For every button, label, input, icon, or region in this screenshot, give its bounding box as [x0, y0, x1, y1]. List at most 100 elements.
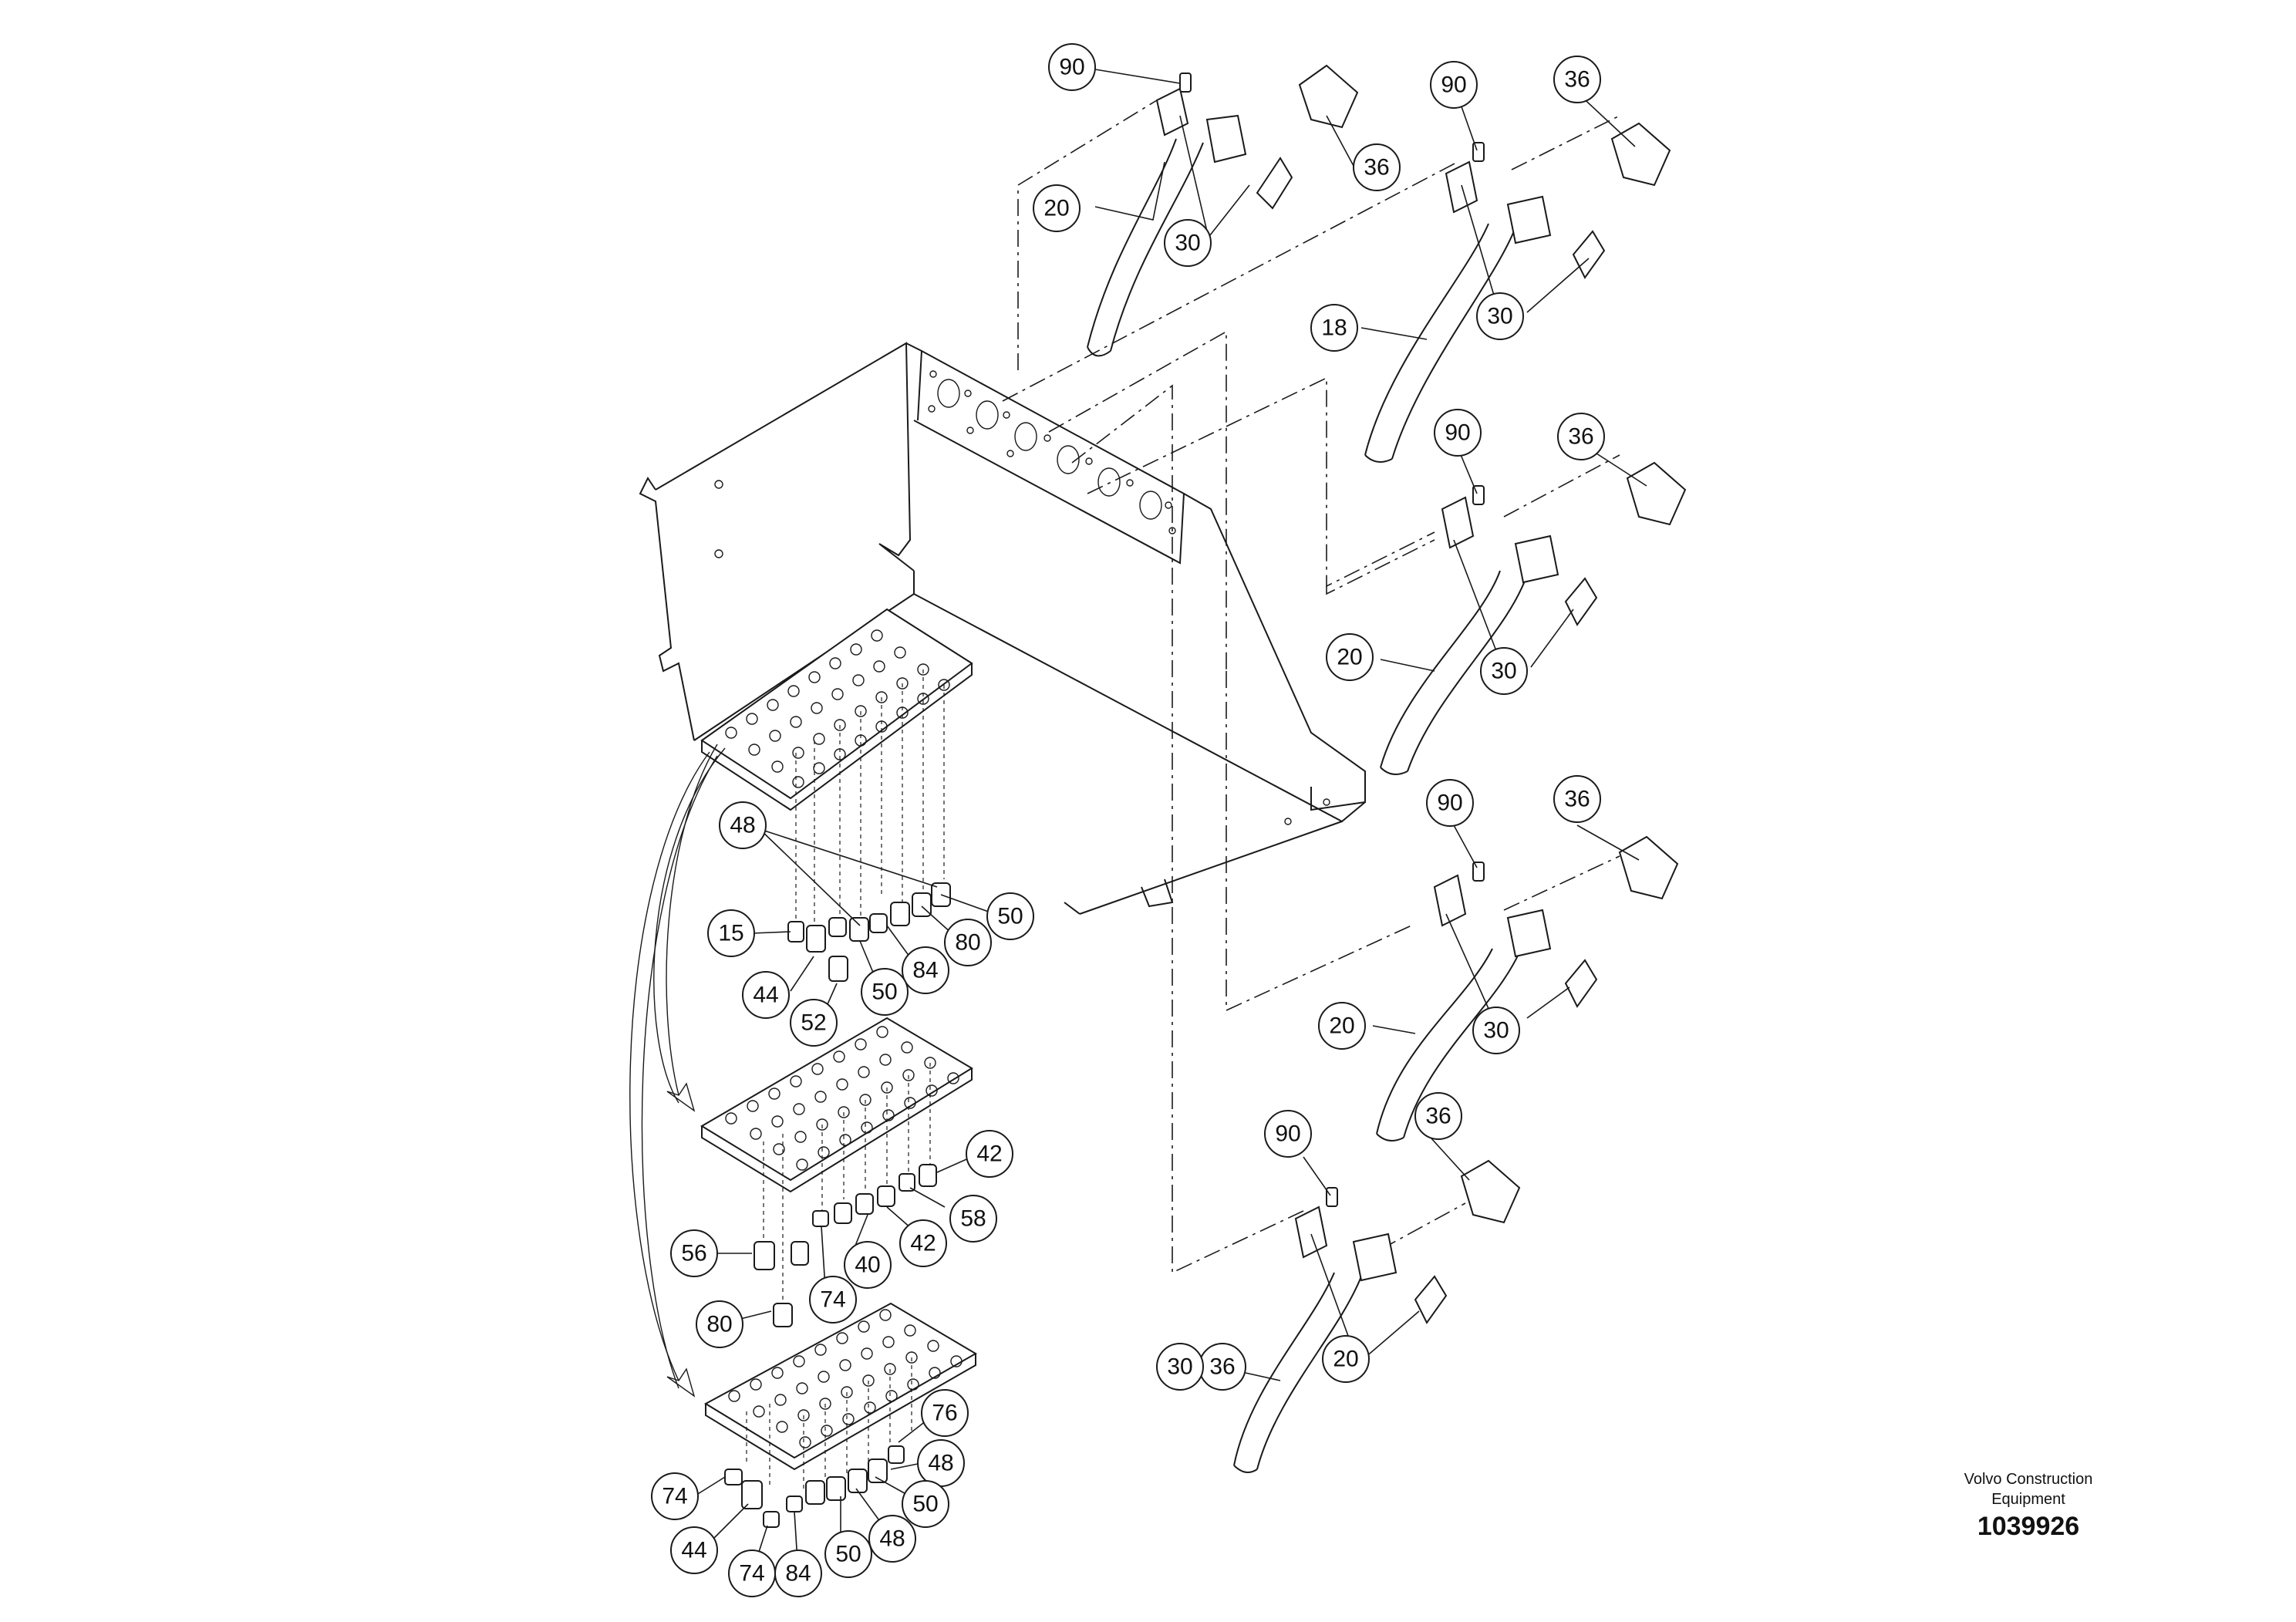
svg-text:74: 74	[662, 1484, 687, 1509]
callout: 36	[1557, 413, 1605, 460]
callout: 74	[728, 1549, 776, 1597]
callout: 56	[670, 1229, 718, 1277]
callout: 44	[670, 1526, 718, 1574]
assembly-lines	[1002, 99, 1620, 1274]
svg-text:90: 90	[1441, 73, 1466, 98]
svg-text:48: 48	[730, 813, 755, 838]
callout: 90	[1426, 779, 1474, 827]
svg-text:36: 36	[1564, 67, 1590, 93]
manifold-plate-2	[700, 1017, 973, 1193]
svg-text:56: 56	[681, 1241, 706, 1266]
callout: 80	[696, 1300, 743, 1348]
svg-text:90: 90	[1059, 55, 1084, 80]
callout: 40	[844, 1241, 892, 1289]
callout: 48	[719, 801, 767, 849]
svg-text:44: 44	[753, 983, 778, 1008]
callout: 48	[917, 1439, 965, 1487]
callout: 50	[986, 892, 1034, 940]
svg-text:84: 84	[912, 958, 938, 983]
svg-text:74: 74	[820, 1287, 845, 1313]
callout: 44	[742, 971, 790, 1019]
svg-text:90: 90	[1275, 1121, 1300, 1147]
svg-text:58: 58	[960, 1206, 986, 1232]
fittings	[724, 882, 951, 1528]
svg-text:15: 15	[718, 921, 743, 946]
svg-text:50: 50	[872, 980, 897, 1005]
callout: 80	[944, 919, 992, 966]
svg-text:20: 20	[1337, 645, 1362, 670]
svg-text:42: 42	[976, 1141, 1002, 1167]
svg-text:36: 36	[1425, 1104, 1451, 1129]
callout: 20	[1318, 1002, 1366, 1050]
callout: 90	[1434, 409, 1482, 457]
svg-text:80: 80	[955, 930, 980, 956]
credit-line-2: Equipment	[1991, 1491, 2065, 1508]
svg-text:50: 50	[912, 1492, 938, 1517]
callout: 50	[824, 1530, 872, 1578]
callout: 30	[1480, 647, 1528, 695]
svg-text:76: 76	[932, 1401, 957, 1426]
svg-text:52: 52	[801, 1010, 826, 1036]
svg-text:44: 44	[681, 1538, 706, 1563]
hose-assembly-2	[1364, 122, 1671, 463]
svg-text:36: 36	[1209, 1354, 1235, 1380]
callout: 50	[902, 1480, 949, 1528]
callout: 36	[1553, 775, 1601, 823]
svg-text:18: 18	[1321, 315, 1347, 341]
callout: 48	[868, 1515, 916, 1563]
svg-text:20: 20	[1333, 1347, 1358, 1372]
svg-text:36: 36	[1364, 155, 1389, 180]
svg-text:30: 30	[1483, 1018, 1509, 1044]
callout: 90	[1430, 61, 1478, 109]
manufacturer-credit: Volvo Construction Equipment	[1928, 1469, 2129, 1509]
callout: 90	[1048, 43, 1096, 91]
callout: 42	[966, 1130, 1013, 1178]
callout: 30	[1164, 219, 1212, 267]
callout: 36	[1199, 1343, 1246, 1391]
callout: 84	[902, 946, 949, 994]
document-number: 1039926	[1977, 1512, 2080, 1541]
hose-assembly-4	[1376, 835, 1679, 1141]
callouts: 90 36 36 90 36 20 30 30 18 90 36 20 30 9…	[651, 43, 1605, 1597]
svg-text:48: 48	[928, 1451, 953, 1476]
svg-text:80: 80	[706, 1312, 732, 1337]
svg-text:30: 30	[1491, 659, 1516, 684]
callout: 30	[1476, 292, 1524, 340]
svg-text:30: 30	[1175, 231, 1200, 256]
hose-assembly-3	[1380, 461, 1687, 775]
callout: 20	[1326, 633, 1374, 681]
svg-text:36: 36	[1564, 787, 1590, 812]
callout: 15	[707, 909, 755, 957]
callout: 58	[949, 1195, 997, 1243]
callout: 30	[1156, 1343, 1204, 1391]
callout: 84	[774, 1549, 822, 1597]
hose-assembly-5	[1233, 1159, 1521, 1473]
alternative-arrows	[629, 744, 726, 1398]
callout: 74	[809, 1276, 857, 1324]
callout: 50	[861, 968, 909, 1016]
svg-text:30: 30	[1487, 304, 1512, 329]
credit-line-1: Volvo Construction	[1964, 1471, 2093, 1488]
svg-text:90: 90	[1445, 420, 1470, 446]
callout: 42	[899, 1219, 947, 1267]
svg-text:84: 84	[785, 1561, 811, 1587]
callout: 52	[790, 999, 838, 1047]
svg-text:20: 20	[1329, 1013, 1354, 1039]
callout: 18	[1310, 304, 1358, 352]
callout: 74	[651, 1472, 699, 1520]
svg-text:50: 50	[835, 1542, 861, 1567]
svg-text:90: 90	[1437, 791, 1462, 816]
callout: 36	[1414, 1092, 1462, 1140]
svg-text:40: 40	[855, 1253, 880, 1278]
callout: 20	[1033, 184, 1081, 232]
callout: 36	[1553, 56, 1601, 103]
manifold-plate-1	[700, 608, 973, 811]
fitting-guide-lines	[746, 669, 945, 1489]
manifold-plate-3	[703, 1302, 977, 1471]
callout: 90	[1264, 1110, 1312, 1158]
svg-text:48: 48	[879, 1526, 905, 1552]
svg-text:36: 36	[1568, 424, 1593, 450]
callout: 20	[1322, 1335, 1370, 1383]
callout: 76	[921, 1389, 969, 1437]
